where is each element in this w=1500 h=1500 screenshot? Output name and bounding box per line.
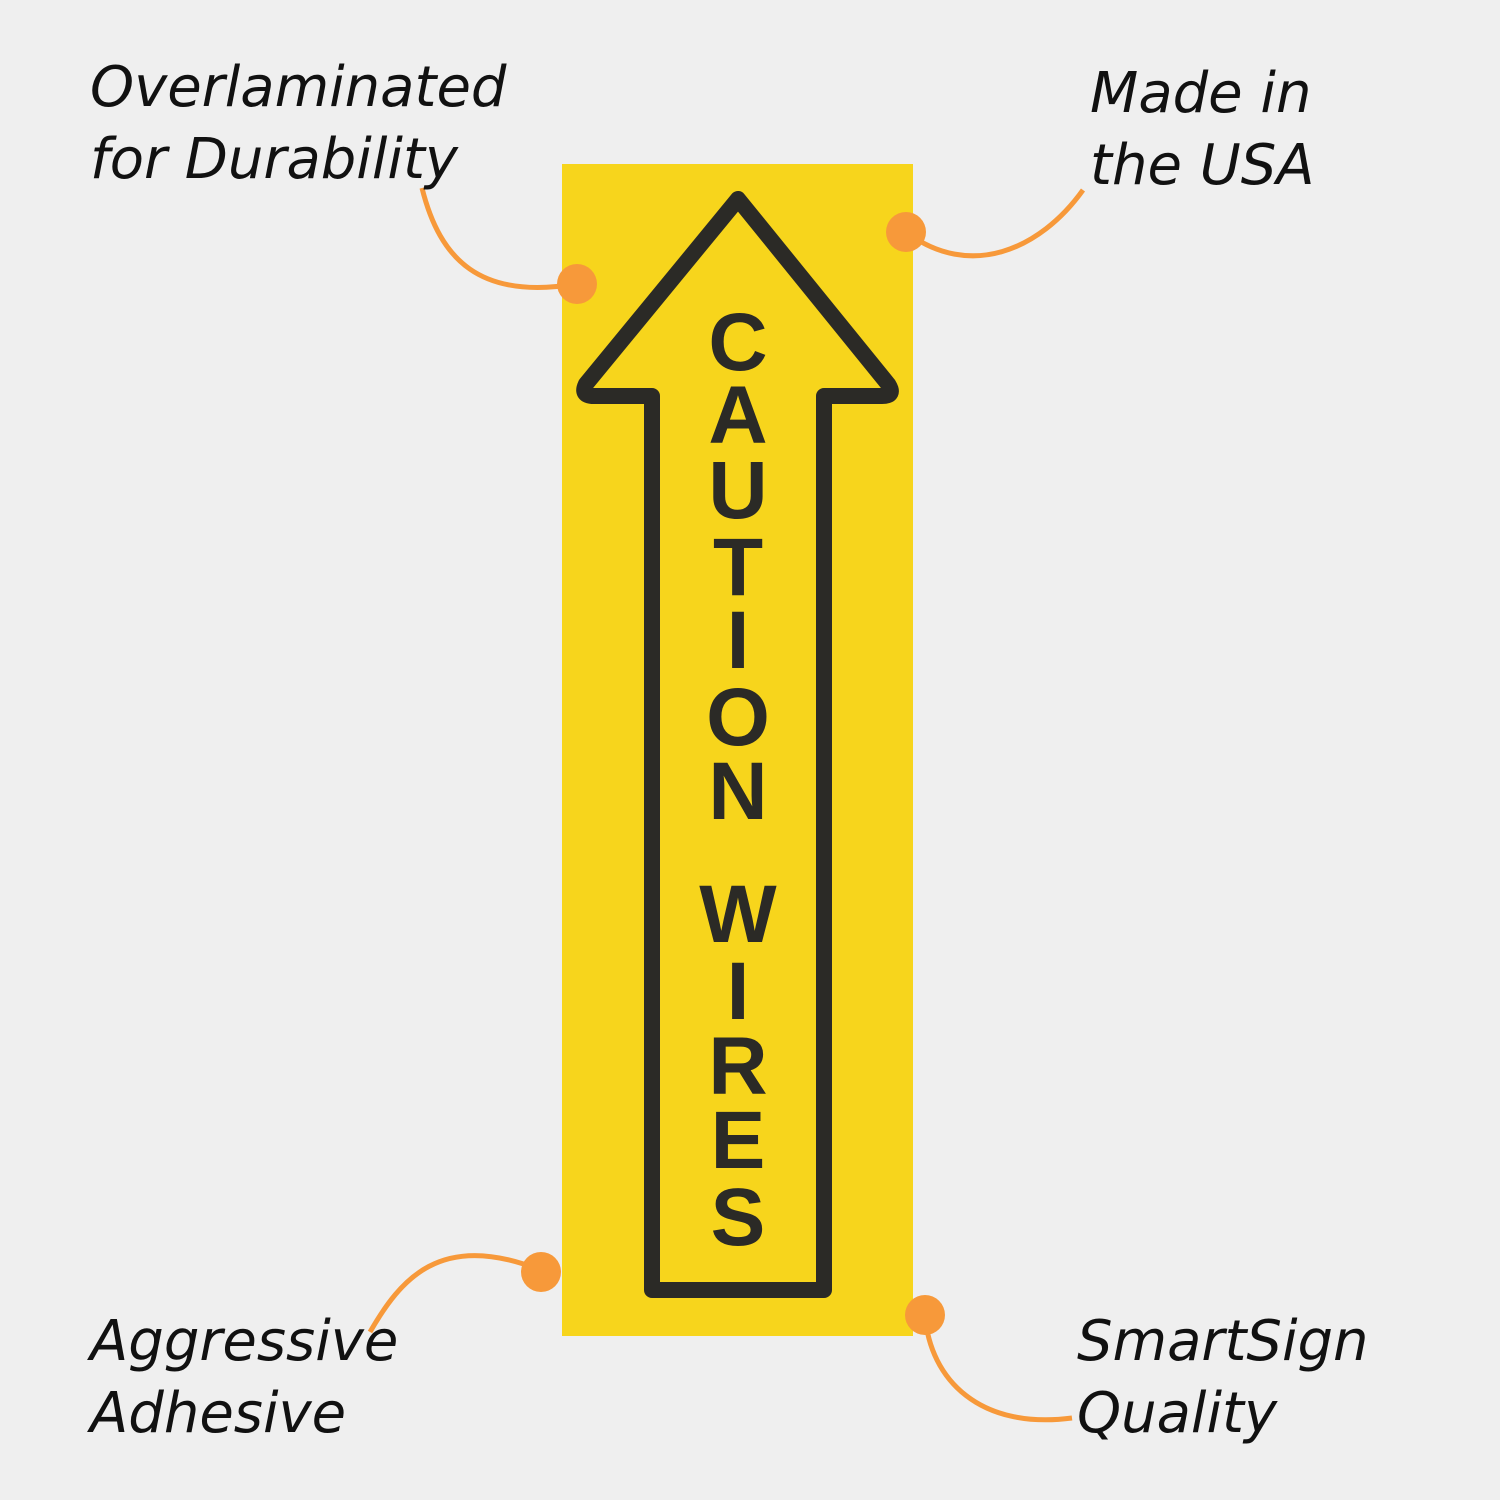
callout-top-left-line1: Overlaminated [90,55,507,120]
callout-dot-icon [905,1295,945,1335]
callout-dots [521,212,945,1335]
sign-letter: U [708,445,767,536]
callout-dot-icon [557,264,597,304]
callout-bottom-right-line2: Quality [1077,1381,1278,1446]
sign-text: C A U T I O N W I R E S [699,297,777,1263]
sign-letter: I [727,595,750,686]
callout-bottom-left-line1: Aggressive [87,1309,398,1374]
callout-line-bottom-right [922,1314,1073,1423]
callout-top-right-line2: the USA [1090,133,1315,198]
up-arrow-icon [576,191,899,1298]
callout-dot-icon [521,1252,561,1292]
sign-letter: S [711,1172,766,1263]
sign-letter: A [708,370,767,461]
callout-lines [367,187,1086,1423]
sign-letter: T [713,522,763,613]
callout-dot-icon [886,212,926,252]
sign-letter: N [708,746,767,837]
callout-line-top-right [904,188,1086,259]
sign-letter: O [706,672,770,763]
sign-letter: C [708,297,767,388]
callout-top-right-line1: Made in [1090,61,1311,126]
sign-letter: R [708,1021,767,1112]
callout-bottom-left-line2: Adhesive [87,1381,346,1446]
callout-top-left-line2: for Durability [90,127,459,192]
callout-line-bottom-left [367,1253,541,1334]
sign-letter: I [727,946,750,1037]
sign-letter: W [699,869,777,960]
sign-letter: E [711,1095,766,1186]
callout-bottom-right-line1: SmartSign [1077,1309,1369,1374]
callout-line-top-left [419,187,577,290]
caution-sign-label [562,164,913,1336]
